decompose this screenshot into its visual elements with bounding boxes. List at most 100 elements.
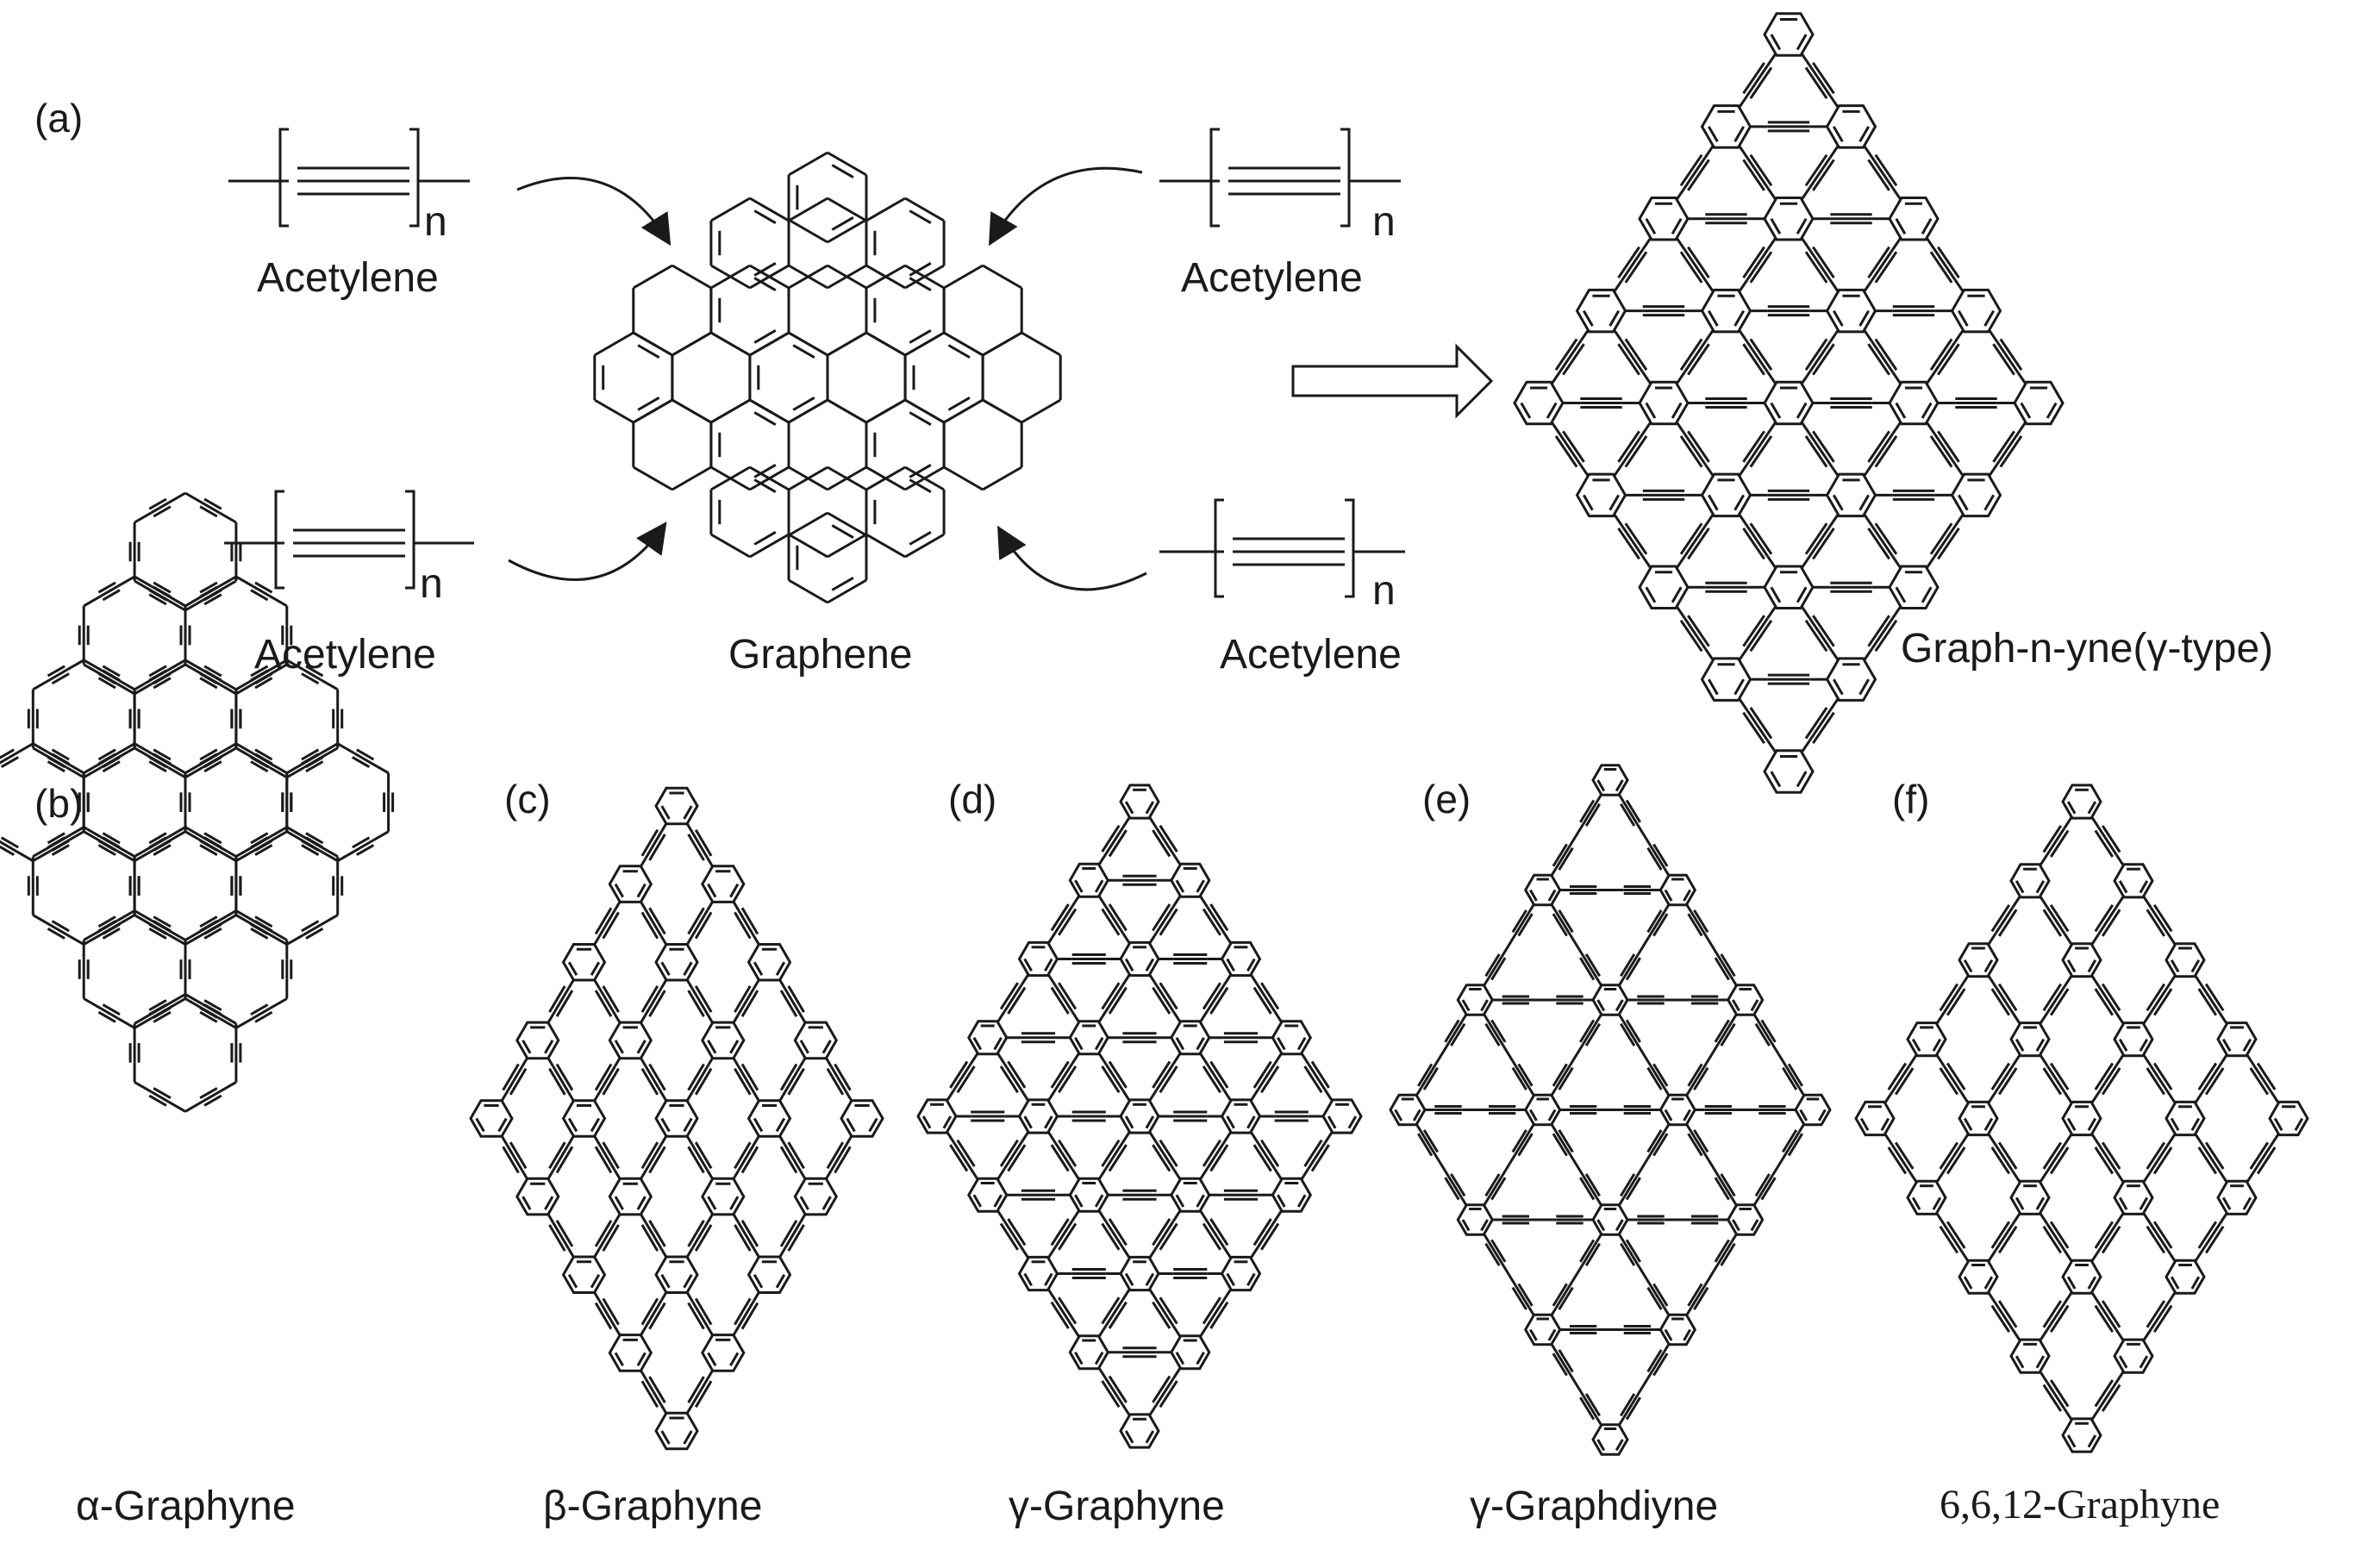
triple-bond-line: [694, 1297, 713, 1326]
single-bond: [235, 914, 254, 927]
bond: [788, 331, 828, 357]
double-bond: [1547, 1109, 1557, 1121]
double-bond: [2035, 1196, 2046, 1210]
triple-bond-line: [1620, 803, 1636, 827]
triple-bond: [1003, 1063, 1023, 1091]
triple-bond-line: [305, 928, 324, 940]
triple-bond-line: [555, 1063, 574, 1091]
double-bond: [1044, 1115, 1053, 1129]
single-bond: [235, 1016, 254, 1029]
triple-bond: [1155, 1299, 1175, 1327]
triple-bond-line: [2094, 988, 2115, 1016]
single-bond: [269, 595, 288, 608]
triple-bond-line: [1444, 1019, 1460, 1043]
triple-bond-line: [2204, 1067, 2225, 1096]
triple-bond-line: [47, 665, 66, 678]
triple-bond: [1649, 911, 1665, 935]
triple-bond-line: [250, 756, 269, 768]
triple-bond-line: [1108, 1218, 1128, 1246]
bond: [827, 511, 867, 537]
triple-bond-line: [305, 760, 324, 773]
double-bond: [2242, 1196, 2252, 1210]
triple-bond: [505, 1143, 524, 1171]
triple-bond-line: [1058, 908, 1078, 936]
triple-bond-line: [1617, 430, 1640, 463]
acetylene-label-bottom-left: Acetylene: [254, 632, 436, 678]
single-bond: [134, 683, 153, 696]
bond: [710, 398, 751, 424]
single-bond: [235, 909, 254, 922]
repeat-subscript-top-right: n: [1372, 199, 1396, 245]
double-bond: [1880, 1117, 1890, 1131]
double-bond: [1023, 1272, 1033, 1286]
triple-bond-line: [1202, 982, 1221, 1010]
single-bond: [66, 826, 84, 839]
single-bond: [1434, 1043, 1450, 1067]
single-bond: [116, 575, 135, 588]
triple-bond-line: [1939, 1141, 1959, 1170]
curved-arrow-bottom-left: [508, 522, 667, 581]
triple-bond: [1622, 1021, 1639, 1045]
triple-bond: [690, 1221, 709, 1250]
triple-bond-line: [1558, 1066, 1574, 1090]
bond: [904, 264, 945, 290]
double-bond: [590, 1117, 601, 1133]
triple-bond-line: [1579, 1239, 1596, 1263]
triple-bond-line: [1749, 435, 1773, 468]
triple-bond-line: [0, 748, 15, 759]
triple-bond-line: [648, 1220, 666, 1247]
triple-bond: [1621, 525, 1645, 558]
block-arrow-right: [1291, 343, 1494, 419]
triple-bond-line: [2146, 1225, 2166, 1254]
triple-bond-line: [826, 1067, 845, 1096]
triple-bond: [1104, 905, 1124, 934]
triple-bond-line: [1624, 338, 1648, 371]
single-bond: [218, 909, 237, 922]
triple-bond: [1808, 709, 1832, 742]
triple-bond-line: [640, 1297, 659, 1326]
triple-bond: [1487, 955, 1503, 979]
triple-bond-line: [254, 748, 273, 761]
triple-bond: [1746, 433, 1770, 465]
triple-bond-line: [1646, 1286, 1663, 1310]
double-bond: [909, 531, 932, 546]
double-bond: [1044, 1272, 1053, 1286]
single-bond: [83, 997, 102, 1010]
triple-bond-line: [2101, 1141, 2121, 1170]
triple-bond-line: [1552, 1352, 1568, 1377]
triple-bond-line: [1679, 338, 1703, 371]
triple-bond-line: [1108, 829, 1128, 858]
triple-bond: [784, 987, 802, 1015]
triple-bond-line: [356, 844, 375, 856]
double-bond: [1733, 309, 1745, 327]
double-bond: [2190, 1276, 2201, 1290]
triple-bond-line: [1584, 1022, 1601, 1046]
single-bond: [218, 914, 237, 927]
triple-bond-line: [250, 760, 269, 773]
triple-bond: [2149, 985, 2170, 1014]
triple-bond: [1649, 1284, 1665, 1309]
double-bond: [1296, 1194, 1307, 1208]
double-bond: [1094, 1194, 1104, 1208]
double-bond: [1770, 402, 1782, 419]
single-bond: [235, 846, 254, 858]
triple-bond: [1683, 340, 1707, 373]
triple-bond-line: [2094, 1304, 2115, 1334]
triple-bond: [1104, 1299, 1124, 1327]
triple-bond-line: [1101, 1222, 1121, 1251]
triple-bond: [1206, 1141, 1226, 1170]
triple-bond-line: [254, 1010, 273, 1023]
bond: [827, 331, 867, 357]
triple-bond: [1996, 340, 2020, 373]
triple-bond: [1622, 1240, 1639, 1265]
triple-bond-line: [0, 836, 19, 849]
double-bond: [1895, 586, 1907, 603]
triple-bond: [737, 987, 755, 1015]
single-bond: [167, 595, 186, 608]
triple-bond-line: [1007, 1060, 1027, 1089]
double-bond: [1833, 678, 1844, 696]
triple-bond-line: [1742, 159, 1765, 191]
triple-bond-line: [1558, 1286, 1574, 1310]
double-bond: [1858, 494, 1870, 511]
triple-bond: [644, 1300, 663, 1327]
